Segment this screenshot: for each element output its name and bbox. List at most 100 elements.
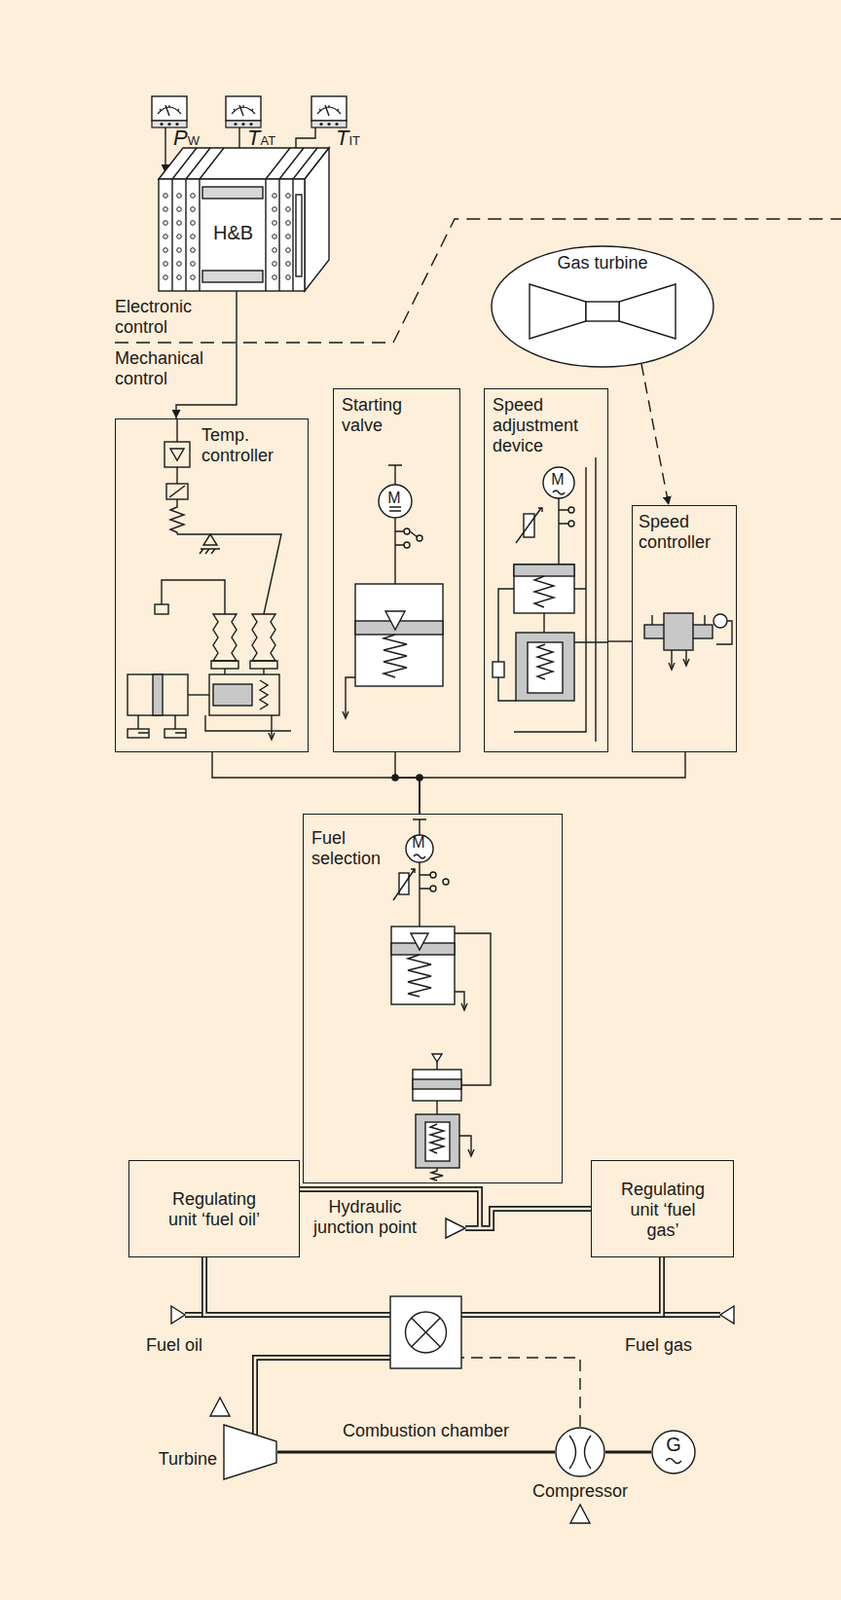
starting-valve-drawing-part — [345, 677, 356, 719]
controller-rack-drawing-part — [202, 270, 263, 283]
starting-valve-drawing-part — [383, 634, 407, 678]
fuel-selection-drawing-part — [413, 854, 426, 859]
starting-valve-drawing-part — [403, 542, 410, 549]
connector — [395, 752, 420, 814]
pipe-label: Fuel gas — [624, 1335, 693, 1356]
fuel-selection-label: Fuel selection — [311, 828, 398, 870]
speed-controller: Speed controller — [631, 505, 737, 753]
fuel-selection-drawing-part — [407, 954, 432, 997]
temp-controller-drawing — [115, 419, 310, 754]
turbine-drawing-part — [223, 1425, 277, 1480]
label-slot: Electronic control — [114, 296, 230, 338]
label-slot: M — [403, 833, 434, 852]
combustion-chamber-label: Combustion chamber — [312, 1421, 540, 1442]
temp-controller-label: Temp. controller — [201, 425, 307, 467]
speed-adjustment-device-drawing-part — [538, 508, 543, 512]
gas-turbine-label: Gas turbine — [490, 253, 715, 274]
combustion-chamber-drawing — [390, 1296, 462, 1369]
starting-valve-drawing-part — [416, 535, 423, 542]
connector-line — [204, 1257, 391, 1316]
temp-controller-drawing-part — [199, 548, 220, 554]
connector-line — [608, 640, 632, 642]
fuel-selection-drawing-part — [430, 885, 437, 892]
fuel-selection-drawing-part — [412, 1079, 462, 1090]
layout-drawing-part — [164, 127, 166, 174]
starting-valve-drawing-part — [342, 465, 443, 719]
fuel-selection-drawing-part — [454, 933, 491, 1086]
layout-drawing-part — [570, 1504, 590, 1524]
starting-valve-drawing-part — [355, 584, 443, 687]
starting-valve-drawing-part — [378, 484, 412, 518]
compressor-drawing — [554, 1426, 606, 1478]
speed-adjustment-device-drawing-part — [513, 564, 575, 577]
motor-letter: M — [379, 488, 409, 508]
speed-adjustment-device-drawing-part — [513, 564, 575, 614]
fuel-pipe — [461, 1257, 662, 1316]
compressor-label: Compressor — [525, 1481, 635, 1502]
label-slot: Hydraulic junction point — [301, 1197, 429, 1239]
connector-line — [461, 1257, 662, 1316]
temp-controller-drawing-part — [170, 499, 184, 535]
controller-rack-drawing-part — [158, 147, 330, 292]
temp-controller-drawing-part — [161, 580, 225, 615]
fuel-pipe — [204, 1257, 391, 1316]
pipe-ends — [171, 1218, 734, 1524]
compressor-drawing-part — [555, 1427, 605, 1477]
temp-controller-drawing-part — [224, 668, 264, 675]
connector — [641, 364, 669, 506]
temp-controller-drawing-part — [154, 604, 169, 615]
connector-line — [641, 364, 669, 506]
temp-controller-drawing-part — [213, 684, 253, 706]
combustion-chamber: Combustion chamber — [390, 1296, 462, 1369]
connector — [461, 1357, 581, 1427]
controller-rack-drawing-part — [202, 186, 263, 199]
combustion-chamber-drawing-part — [390, 1296, 462, 1369]
fuel-selection-drawing-part — [412, 1069, 462, 1101]
speed-adjustment-device-drawing-part — [568, 520, 575, 527]
speed-adjustment-device-drawing-part — [515, 508, 542, 544]
temp-controller-drawing-part — [252, 614, 276, 661]
fuel-selection-drawing-part — [468, 1149, 475, 1157]
connector — [419, 752, 686, 814]
temp-controller-drawing-part — [268, 732, 275, 740]
combustion-chamber-drawing-part — [405, 1312, 447, 1353]
fuel-selection-drawing-part — [393, 869, 415, 901]
starting-valve-drawing-part — [388, 465, 403, 485]
temp-controller-drawing-part — [213, 614, 237, 661]
fuel-selection-drawing-part — [425, 1122, 450, 1162]
temp-controller-drawing-part — [169, 485, 185, 498]
starting-valve-drawing-part — [409, 531, 418, 538]
fuel-selection-drawing-part — [432, 1054, 442, 1062]
signal-name: TIT — [335, 127, 361, 152]
gas-turbine-drawing-part — [491, 246, 714, 367]
fuel-selection-drawing-part — [436, 1061, 438, 1070]
gas-turbine-drawing-part — [491, 246, 714, 367]
connector-line — [212, 752, 420, 814]
speed-adjustment-device-drawing-part — [513, 457, 596, 742]
turbine-drawing — [222, 1424, 278, 1481]
controller-rack-drawing-part — [295, 194, 302, 277]
speed-adjustment-device-drawing-part — [543, 613, 545, 633]
label-slot: Fuel gas — [624, 1335, 693, 1356]
fuel-selection-drawing-part — [415, 1114, 460, 1169]
turbine-drawing-part — [223, 1425, 277, 1480]
fuel-selection-drawing-part — [419, 862, 431, 937]
temp-controller-drawing-part — [166, 483, 188, 500]
speed-adjustment-device-drawing-part — [534, 576, 554, 608]
signal-name: PW — [173, 127, 200, 152]
connector-line — [419, 752, 686, 814]
temp-controller-drawing-part — [152, 674, 163, 716]
fuel-selection-drawing-part — [461, 1003, 468, 1011]
layout-drawing-part — [445, 1218, 466, 1239]
temp-controller-drawing-part — [211, 660, 239, 669]
generator-drawing-part — [652, 1430, 695, 1474]
speed-adjustment-device-drawing-part — [552, 490, 565, 495]
junction-label: Hydraulic junction point — [301, 1197, 429, 1239]
regulating-unit: Regulating unit ‘fuel oil’ — [128, 1160, 300, 1258]
regulating-unit-label: Regulating unit ‘fuel gas’ — [613, 1179, 713, 1242]
regulating-unit: Regulating unit ‘fuel gas’ — [590, 1160, 734, 1258]
speed-adjustment-device-drawing-part — [527, 642, 563, 694]
shaft-line — [605, 1452, 652, 1454]
speed-adjustment-device-drawing-part — [498, 588, 514, 662]
region-label: Mechanical control — [114, 348, 230, 390]
